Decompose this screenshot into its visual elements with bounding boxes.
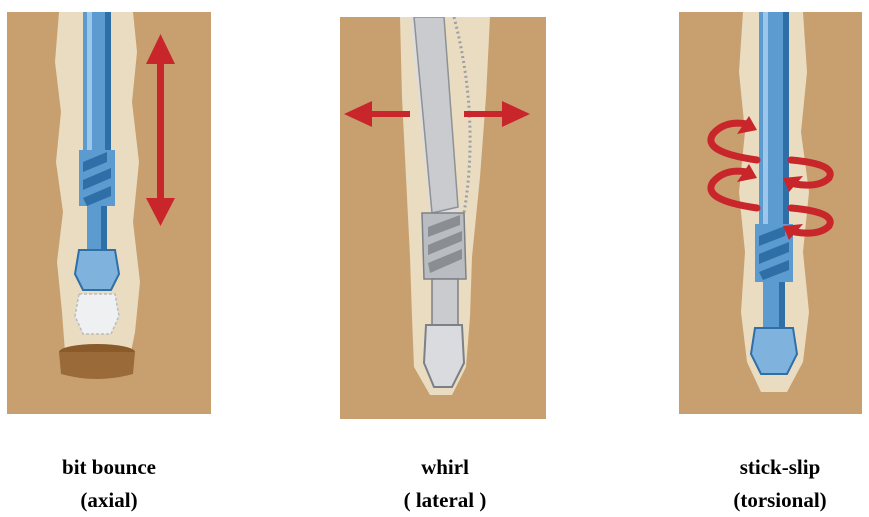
caption-title: whirl — [350, 451, 540, 484]
rock-cut — [59, 352, 135, 379]
drill-bit — [751, 328, 797, 374]
axial-vibration-illustration — [7, 12, 211, 414]
caption-title: stick-slip — [685, 451, 869, 484]
drill-bit — [75, 250, 119, 290]
caption-title: bit bounce — [14, 451, 204, 484]
caption-axial: bit bounce (axial) — [14, 451, 204, 517]
bit-ghost — [75, 294, 119, 334]
caption-subtitle: (axial) — [14, 484, 204, 517]
axial-vibration-panel — [7, 12, 211, 414]
lateral-vibration-panel — [340, 17, 546, 419]
caption-torsional: stick-slip (torsional) — [685, 451, 869, 517]
torsional-vibration-illustration — [679, 12, 862, 414]
caption-subtitle: ( lateral ) — [350, 484, 540, 517]
caption-subtitle: (torsional) — [685, 484, 869, 517]
torsional-vibration-panel — [679, 12, 862, 414]
lateral-vibration-illustration — [340, 17, 546, 419]
caption-lateral: whirl ( lateral ) — [350, 451, 540, 517]
